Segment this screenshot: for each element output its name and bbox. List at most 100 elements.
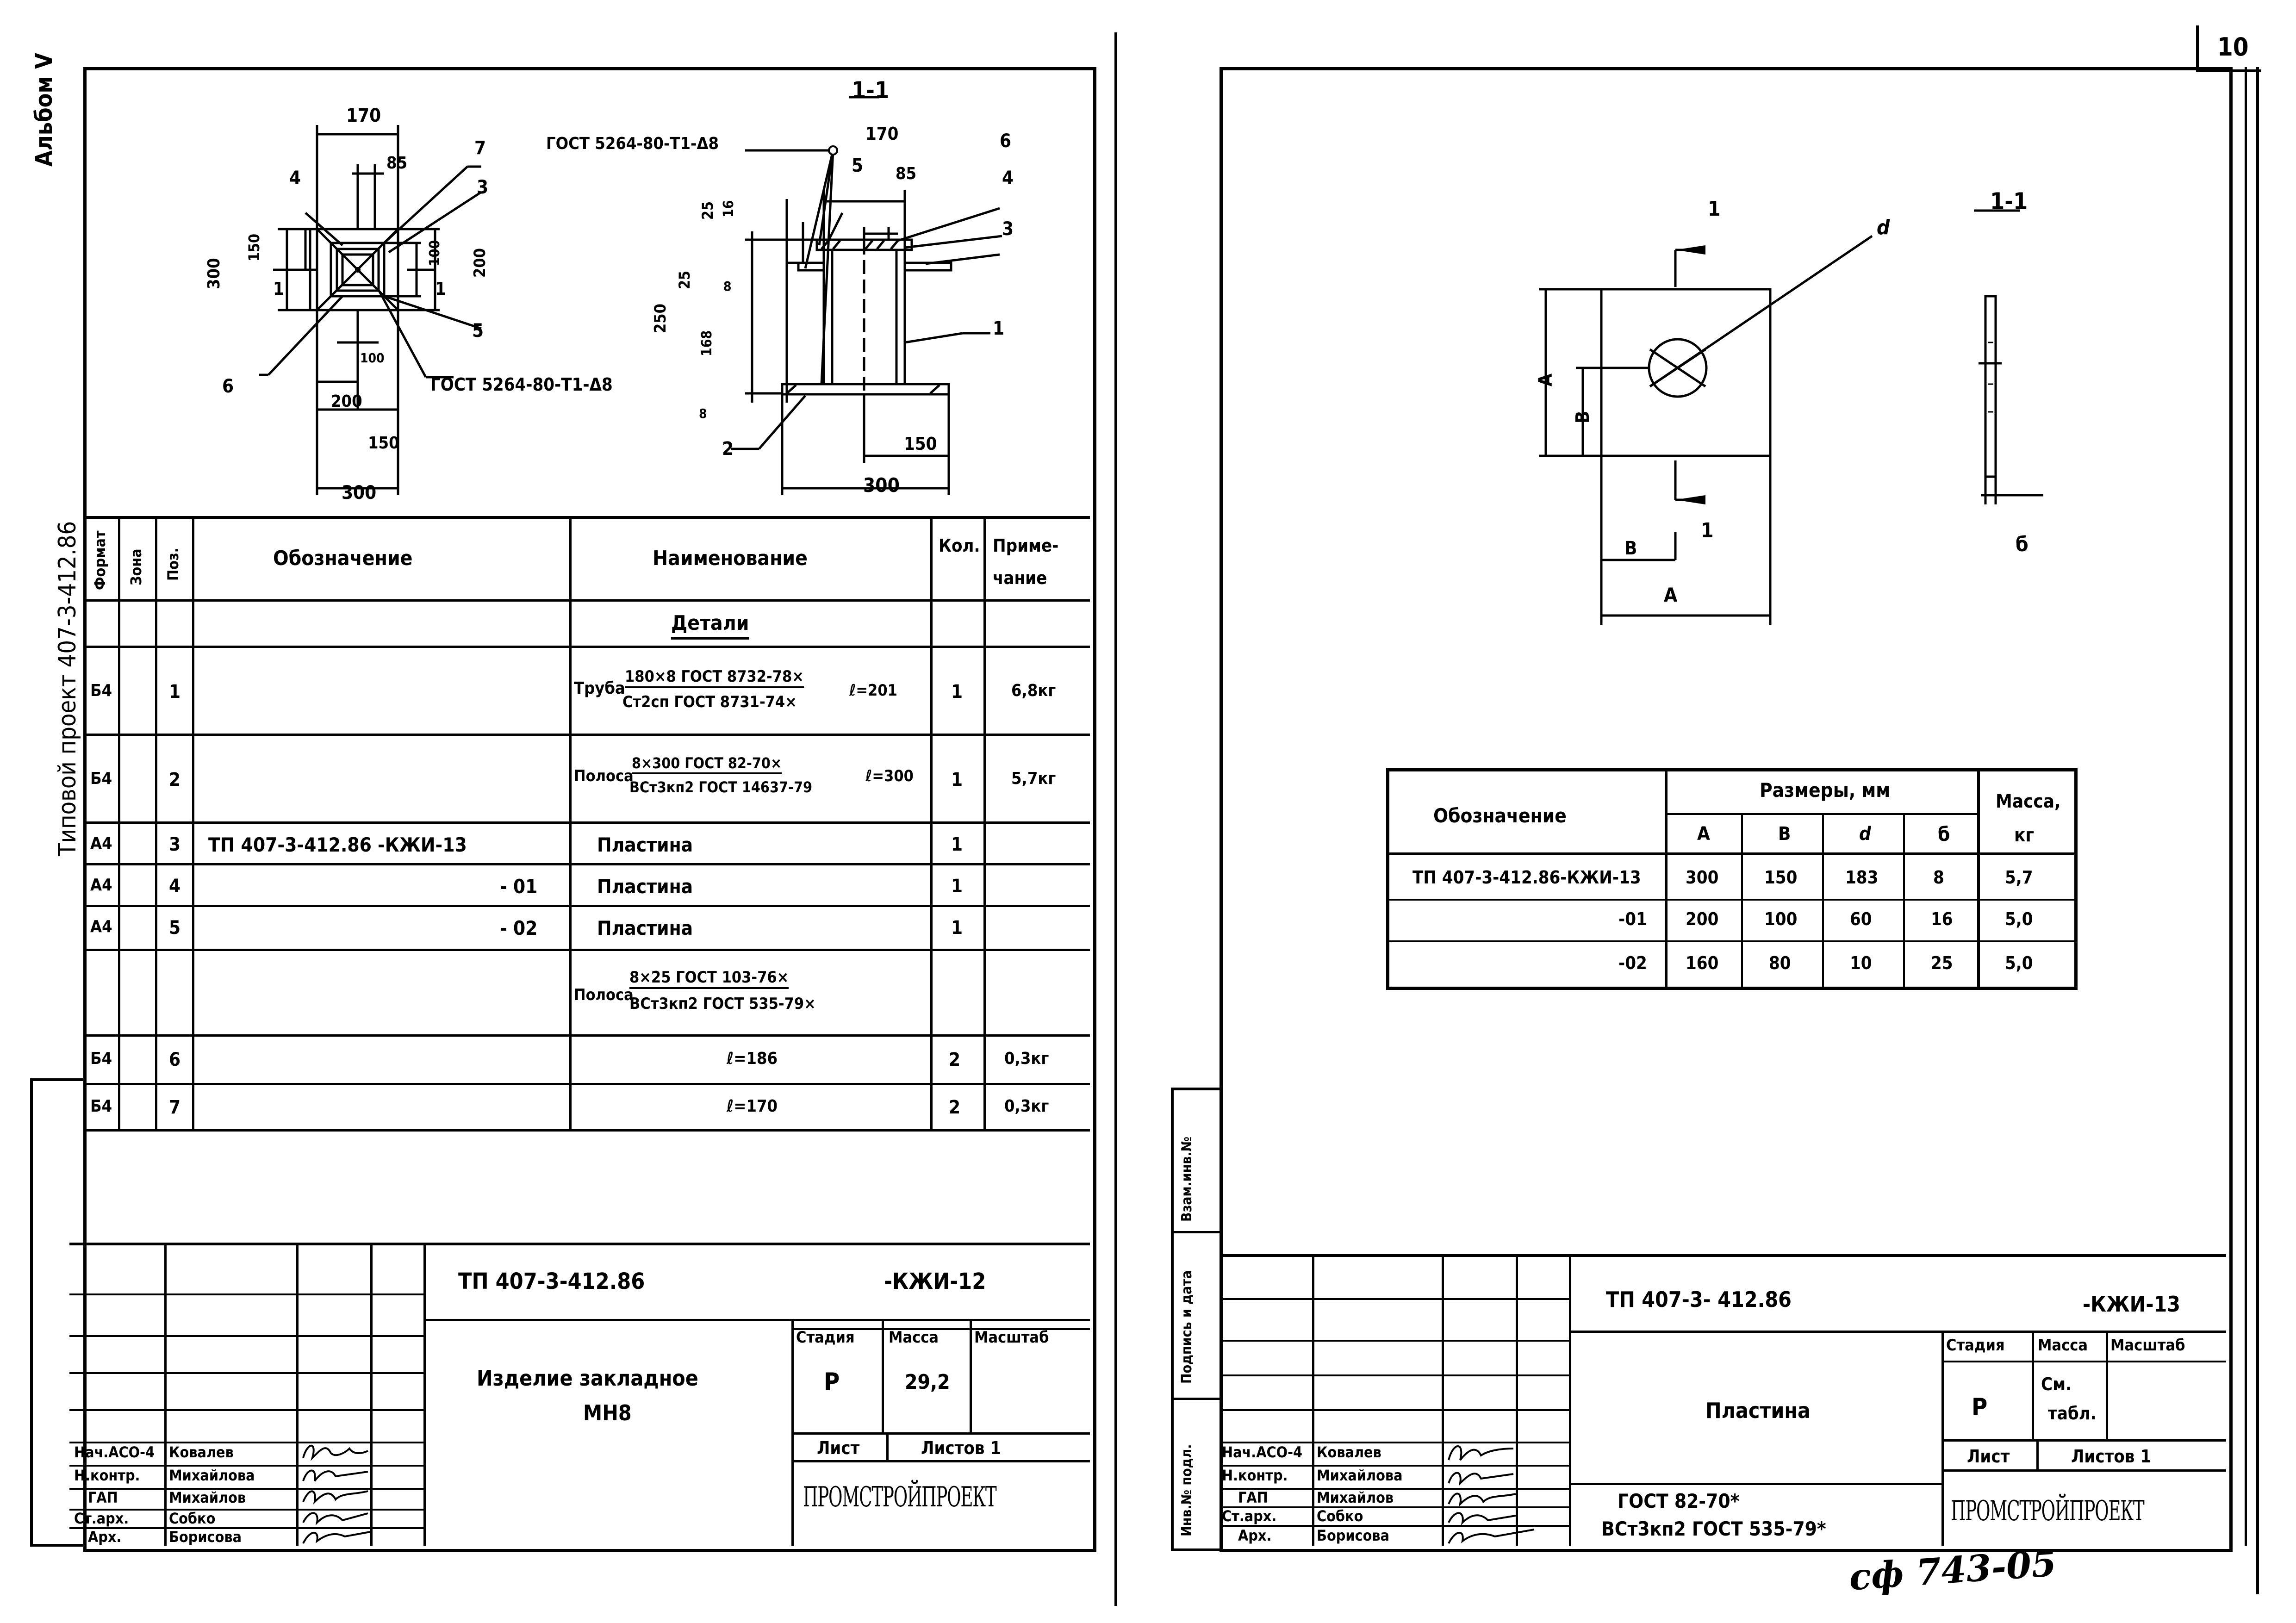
stamp-inventory: Инв.№ подл. xyxy=(1179,1444,1195,1536)
stamp-signature-date: Подпись и дата xyxy=(1179,1270,1195,1384)
project-label: Типовой проект 407-3-412.86 xyxy=(54,521,81,856)
section-gost-ref: ГОСТ 5264-80-Т1-Δ8 xyxy=(546,134,719,153)
name-1: Ковалев xyxy=(1317,1443,1381,1461)
role-1: Нач.АСО-4 xyxy=(74,1443,155,1461)
role-2: Н.контр. xyxy=(1222,1467,1288,1484)
row1-format: Б4 xyxy=(90,681,112,700)
row2-frac-top: 8×300 ГОСТ 82-70× xyxy=(632,756,782,774)
label-mass: Масса xyxy=(889,1328,939,1347)
sizes-row2-a: 200 xyxy=(1686,909,1719,929)
plan-marker-3: 3 xyxy=(477,177,489,198)
section-dim-25-top: 25 xyxy=(699,201,716,220)
sizes-row3-designation: -02 xyxy=(1618,953,1647,973)
section-dim-8: 8 xyxy=(723,279,732,294)
plate-cut-1-top: 1 xyxy=(1708,197,1721,221)
row4-name: Пластина xyxy=(597,875,693,898)
album-label: Альбом V xyxy=(31,53,57,167)
section-marker-5: 5 xyxy=(852,155,864,176)
handwritten-code: сф 743-05 xyxy=(1848,1542,2058,1599)
sizes-col-b: б xyxy=(1938,823,1950,846)
row1-frac-bottom: Ст2сп ГОСТ 8731-74× xyxy=(622,693,797,711)
sizes-row2-mass: 5,0 xyxy=(2005,909,2033,929)
signatures xyxy=(302,1444,371,1544)
sizes-row3-d: 10 xyxy=(1850,953,1872,973)
plan-marker-5: 5 xyxy=(472,320,484,342)
row2-note: 5,7кг xyxy=(1011,769,1056,788)
row8-pos: 7 xyxy=(169,1097,181,1118)
plate-outline xyxy=(1600,288,1772,457)
name-4: Собко xyxy=(169,1510,216,1527)
plan-cut-1-left: 1 xyxy=(273,279,284,299)
sizes-row1-mass: 5,7 xyxy=(2005,867,2033,888)
header-name: Наименование xyxy=(653,547,808,570)
title-code: ТП 407-3- 412.86 xyxy=(1606,1287,1792,1312)
plan-dim-100-vertical: 100 xyxy=(427,240,443,266)
title-name: Пластина xyxy=(1705,1398,1811,1423)
name-5: Борисова xyxy=(1317,1527,1389,1544)
sizes-row3-mass: 5,0 xyxy=(2005,953,2033,973)
plan-dim-150: 150 xyxy=(368,434,399,453)
row5-designation: - 02 xyxy=(500,917,538,939)
label-sheet: Лист xyxy=(1967,1446,2010,1467)
plan-marker-7: 7 xyxy=(474,137,486,159)
name-3: Михайлов xyxy=(1317,1489,1394,1506)
plan-gost-ref: ГОСТ 5264-80-Т1-Δ8 xyxy=(430,374,613,395)
row6-frac-top: 8×25 ГОСТ 103-76× xyxy=(629,970,789,989)
right-title-block: Нач.АСО-4 Н.контр. ГАП Ст.арх. Арх. Кова… xyxy=(1220,1254,2226,1546)
plan-dim-100: 100 xyxy=(360,350,385,366)
header-qty: Кол. xyxy=(939,535,980,556)
sheet-number-box: 10 xyxy=(2196,25,2261,72)
row1-name: Труба xyxy=(574,679,625,698)
section-dim-168: 168 xyxy=(699,330,715,356)
section-marker-1: 1 xyxy=(993,318,1005,339)
name-1: Ковалев xyxy=(169,1443,234,1461)
sizes-row2-designation: -01 xyxy=(1618,909,1647,929)
row5-pos: 5 xyxy=(169,917,181,939)
row1-frac-top: 180×8 ГОСТ 8732-78× xyxy=(625,669,804,688)
row2-qty: 1 xyxy=(951,769,963,790)
left-drawings xyxy=(259,96,1002,495)
value-stage: Р xyxy=(1972,1393,1988,1421)
sizes-header-mass: Масса, xyxy=(1996,791,2061,812)
row1-note: 6,8кг xyxy=(1011,681,1056,700)
section-marker-6: 6 xyxy=(1000,131,1012,152)
label-sheet: Лист xyxy=(817,1438,860,1458)
title-mark: -КЖИ-12 xyxy=(884,1269,986,1294)
material-2: ВСт3кп2 ГОСТ 535-79* xyxy=(1601,1517,1826,1540)
row7-qty: 2 xyxy=(949,1049,961,1070)
row3-format: А4 xyxy=(90,834,112,853)
role-5: Арх. xyxy=(88,1528,122,1546)
section-dim-170: 170 xyxy=(865,124,899,144)
sizes-row1-b: 150 xyxy=(1764,867,1798,888)
sizes-row1-t: 8 xyxy=(1933,867,1944,888)
header-note-2: чание xyxy=(993,568,1047,588)
title-mark: -КЖИ-13 xyxy=(2083,1292,2181,1317)
plate-dim-d: d xyxy=(1877,216,1890,239)
sizes-row3-a: 160 xyxy=(1686,953,1719,973)
title-name-2: МН8 xyxy=(583,1400,632,1425)
plan-marker-4: 4 xyxy=(289,168,301,189)
value-mass-2: табл. xyxy=(2048,1403,2097,1424)
title-name-1: Изделие закладное xyxy=(477,1366,698,1391)
left-title-block: Нач.АСО-4 Н.контр. ГАП Ст.арх. Арх. Кова… xyxy=(69,1243,1090,1546)
label-mass: Масса xyxy=(2038,1336,2088,1355)
sizes-row1-a: 300 xyxy=(1686,867,1719,888)
row1-qty: 1 xyxy=(951,681,963,703)
section-marker-4: 4 xyxy=(1002,168,1014,189)
plate-cut-1-bottom: 1 xyxy=(1701,519,1714,542)
sheet-number: 10 xyxy=(2217,32,2249,62)
plan-cut-1-right: 1 xyxy=(435,279,446,299)
row7-length: ℓ=186 xyxy=(727,1049,778,1068)
sizes-table: Обозначение Размеры, мм Масса, кг А В d … xyxy=(1386,768,2078,990)
plate-dim-A-horizontal: А xyxy=(1664,584,1678,606)
row4-format: А4 xyxy=(90,876,112,895)
header-zone: Зона xyxy=(127,548,145,585)
left-sheet: Альбом V Типовой проект 407-3-412.86 xyxy=(0,0,1134,1623)
label-stage: Стадия xyxy=(796,1328,855,1347)
signatures xyxy=(1448,1445,1535,1544)
row5-name: Пластина xyxy=(597,917,693,939)
row5-format: А4 xyxy=(90,917,112,936)
row2-format: Б4 xyxy=(90,769,112,788)
plan-dim-85: 85 xyxy=(386,154,408,173)
label-stage: Стадия xyxy=(1946,1336,2005,1355)
